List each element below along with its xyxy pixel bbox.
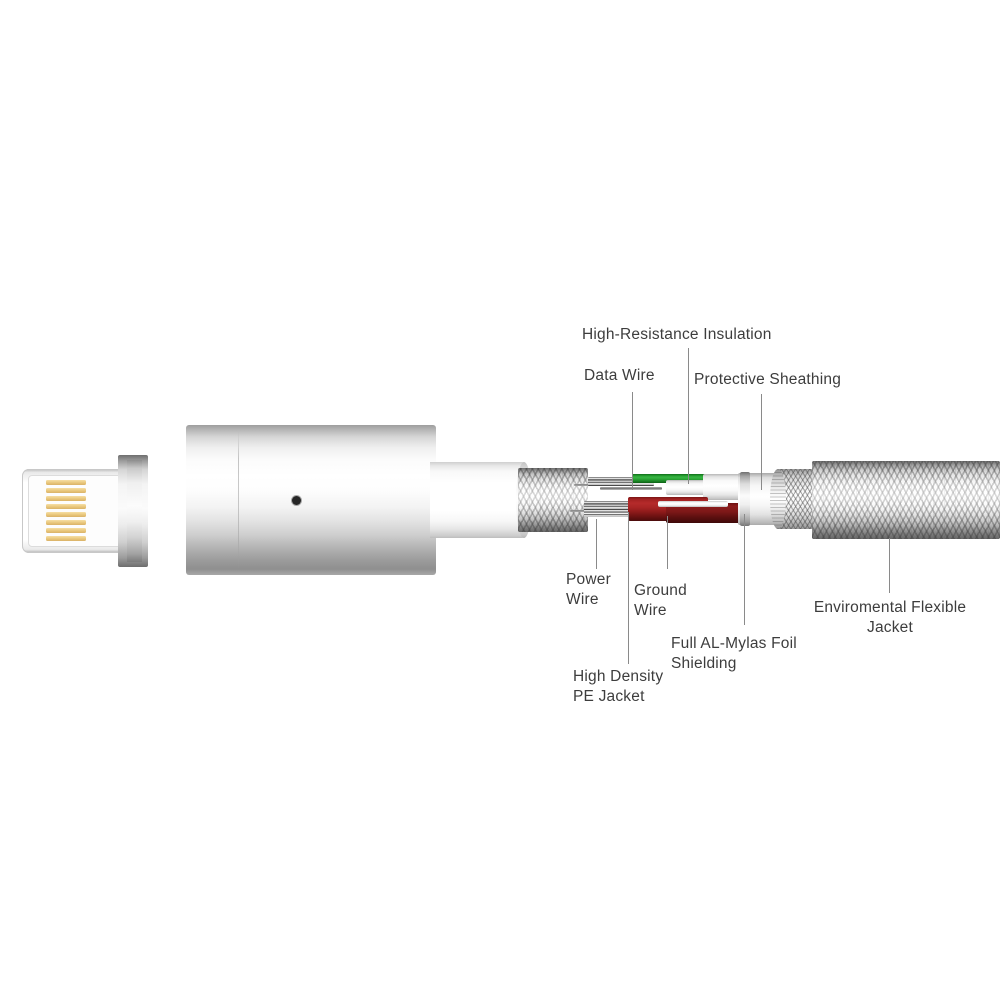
strain-relief-boot xyxy=(430,462,532,538)
foil-shield-cap xyxy=(770,469,786,529)
data-wire-bundle xyxy=(588,477,654,486)
lightning-pin-7 xyxy=(46,528,86,533)
label-data-wire: Data Wire xyxy=(584,367,655,384)
lightning-plug-collar-face xyxy=(127,460,142,562)
ground-wire-core xyxy=(658,501,728,507)
label-high-density-pe-jacket: High Density PE Jacket xyxy=(573,668,664,706)
lightning-pin-3 xyxy=(46,496,86,501)
boot-body xyxy=(430,462,526,538)
leader-line-enviromental-flexible-jacket xyxy=(889,538,890,593)
lightning-plug xyxy=(22,455,192,567)
leader-line-full-al-mylas-foil-shielding xyxy=(744,514,745,625)
lightning-plug-inner-face xyxy=(28,475,130,547)
leader-line-data-wire xyxy=(632,392,633,490)
leader-line-ground-wire xyxy=(667,516,668,569)
power-wire-bundle xyxy=(584,501,636,517)
barrel-cap-line xyxy=(238,431,239,569)
magnetic-connector-barrel xyxy=(186,425,436,575)
lightning-pin-1 xyxy=(46,480,86,485)
sheath-ferrule xyxy=(740,472,750,526)
label-enviromental-flexible-jacket: Enviromental Flexible Jacket xyxy=(813,599,967,637)
label-protective-sheathing: Protective Sheathing xyxy=(694,371,842,388)
braided-jacket-outer xyxy=(812,461,1000,539)
lightning-pin-8 xyxy=(46,536,86,541)
lightning-pin-5 xyxy=(46,512,86,517)
label-ground-wire: Ground Wire xyxy=(634,582,687,620)
leader-line-high-density-pe-jacket xyxy=(628,512,629,664)
data-wire-strand-2 xyxy=(600,487,662,490)
ground-wire-jacket xyxy=(666,503,750,523)
lightning-pin-group xyxy=(46,480,86,542)
label-power-wire: Power Wire xyxy=(566,571,611,609)
high-resistance-insulation xyxy=(632,474,710,483)
cable-cutaway xyxy=(570,455,820,550)
lightning-pin-4 xyxy=(46,504,86,509)
lightning-pin-6 xyxy=(46,520,86,525)
leader-line-power-wire xyxy=(596,519,597,569)
barrel-body xyxy=(186,425,436,575)
braid-shade-outer xyxy=(812,461,1000,539)
label-full-al-mylas-foil-shielding: Full AL-Mylas Foil Shielding xyxy=(671,635,797,673)
leader-line-high-resistance-insulation xyxy=(688,348,689,484)
leader-line-protective-sheathing xyxy=(761,394,762,490)
power-wire-strand-lead xyxy=(570,510,596,512)
lightning-pin-2 xyxy=(46,488,86,493)
label-high-resistance-insulation: High-Resistance Insulation xyxy=(582,326,772,343)
led-dot xyxy=(292,496,301,505)
